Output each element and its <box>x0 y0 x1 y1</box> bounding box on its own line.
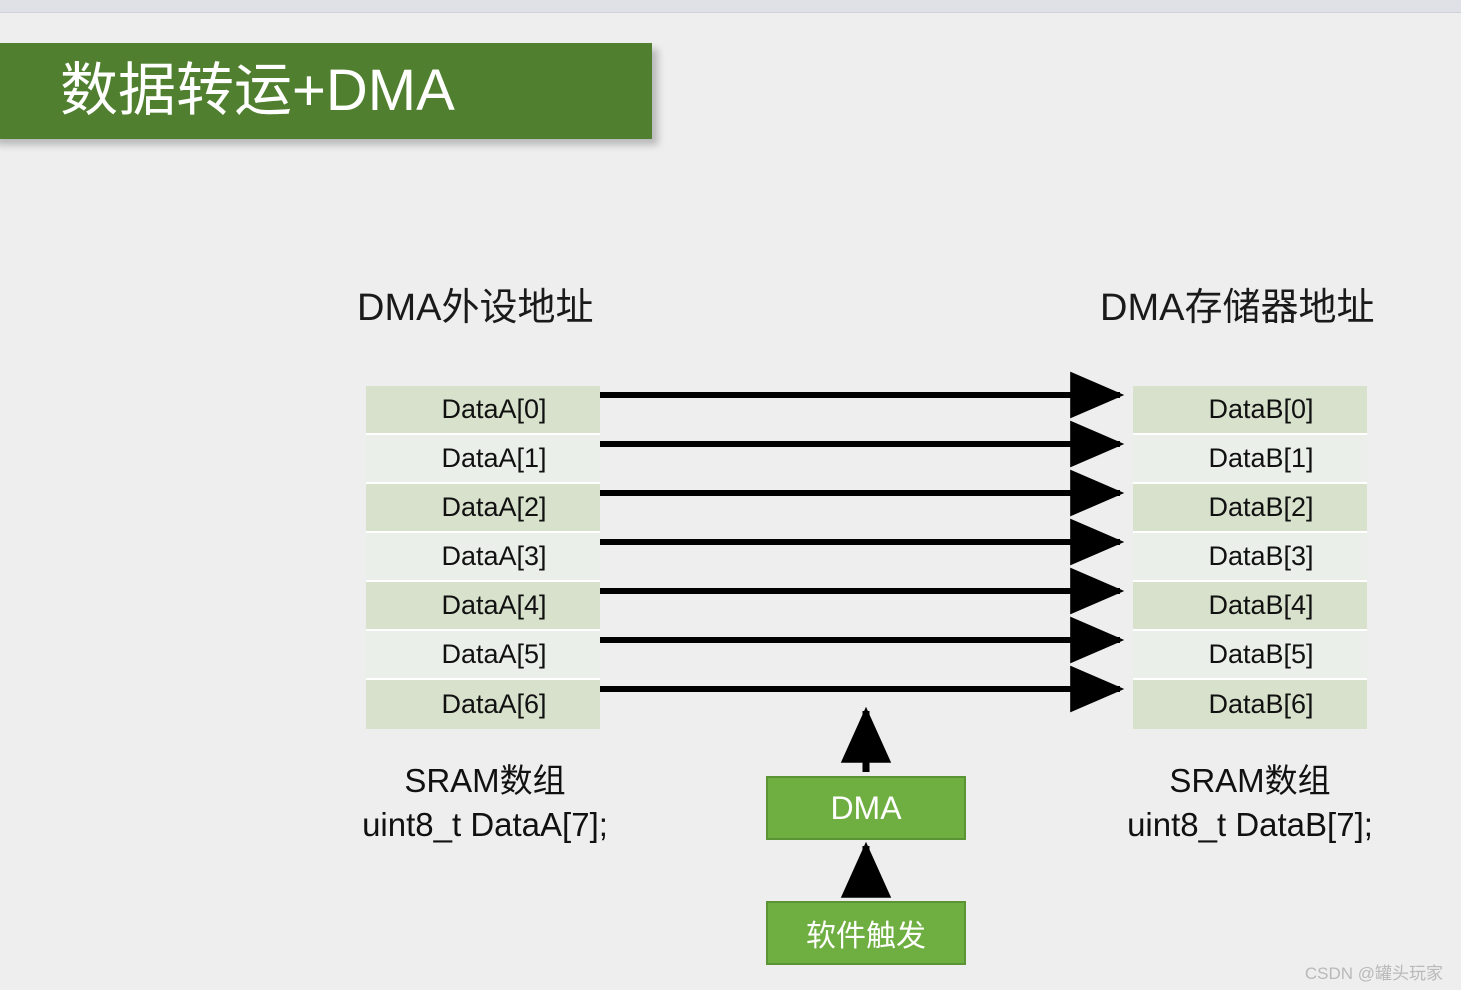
table-row: DataA[1] <box>366 435 600 484</box>
table-row: DataB[1] <box>1133 435 1367 484</box>
table-row: DataA[0] <box>366 386 600 435</box>
caption-line-2: uint8_t DataA[7]; <box>362 805 608 843</box>
table-row: DataB[2] <box>1133 484 1367 533</box>
table-row: DataA[6] <box>366 680 600 729</box>
caption-line-1: SRAM数组 <box>404 762 566 799</box>
transfer-arrow-group <box>600 371 1125 713</box>
caption-line-1: SRAM数组 <box>1169 762 1331 799</box>
table-row: DataA[4] <box>366 582 600 631</box>
table-row: DataB[6] <box>1133 680 1367 729</box>
table-row: DataB[0] <box>1133 386 1367 435</box>
caption-sram-array-b: SRAM数组 uint8_t DataB[7]; <box>1065 759 1435 846</box>
table-data-a: DataA[0] DataA[1] DataA[2] DataA[3] Data… <box>366 386 600 729</box>
heading-peripheral-address: DMA外设地址 <box>357 287 594 329</box>
csdn-watermark: CSDN @罐头玩家 <box>1304 964 1443 983</box>
table-row: DataB[3] <box>1133 533 1367 582</box>
dma-box: DMA <box>766 776 966 840</box>
table-row: DataB[4] <box>1133 582 1367 631</box>
caption-line-2: uint8_t DataB[7]; <box>1127 805 1373 843</box>
slide-title-text: 数据转运+DMA <box>60 58 455 123</box>
caption-sram-array-a: SRAM数组 uint8_t DataA[7]; <box>300 759 670 846</box>
slide-canvas: 数据转运+DMA DMA外设地址 DMA存储器地址 DataA[0] DataA… <box>0 14 1461 990</box>
window-top-strip <box>0 0 1461 13</box>
table-row: DataB[5] <box>1133 631 1367 680</box>
table-row: DataA[5] <box>366 631 600 680</box>
heading-memory-address: DMA存储器地址 <box>1100 287 1375 329</box>
slide-title-banner: 数据转运+DMA <box>0 43 652 139</box>
table-row: DataA[2] <box>366 484 600 533</box>
software-trigger-box: 软件触发 <box>766 901 966 965</box>
table-data-b: DataB[0] DataB[1] DataB[2] DataB[3] Data… <box>1133 386 1367 729</box>
table-row: DataA[3] <box>366 533 600 582</box>
